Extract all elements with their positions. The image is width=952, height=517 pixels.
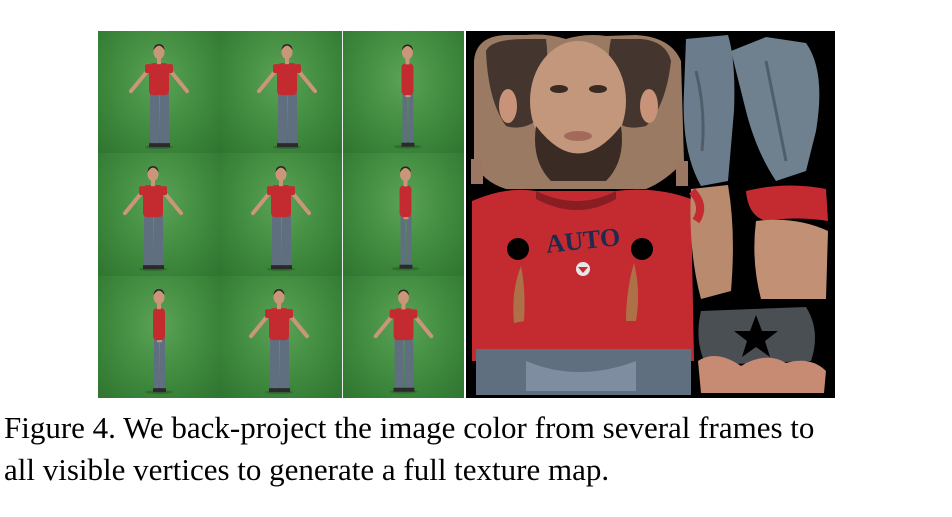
person-figure [251,166,311,272]
input-frame [220,275,342,398]
input-frame [220,31,342,154]
person-figure [391,166,420,272]
texture-map: AUTO [466,31,835,398]
person-figure [129,44,189,150]
input-frame [98,275,220,398]
input-frame [98,153,220,276]
input-frame [220,153,342,276]
arms-texture [688,185,828,299]
face-texture [474,34,684,189]
input-frame [342,31,464,154]
caption-line-1: Figure 4. We back-project the image colo… [4,410,815,445]
feet-texture [698,307,826,393]
input-frame [342,275,464,398]
person-figure [393,44,422,149]
shirt-texture: AUTO [472,189,694,395]
person-figure [257,44,317,150]
person-figure [373,289,434,394]
input-frame [98,31,220,154]
texture-map-atlas: AUTO [466,31,835,398]
jeans-texture [683,35,820,186]
person-figure [145,288,173,394]
person-figure [249,288,309,394]
input-frame [342,153,464,276]
figure-caption: Figure 4. We back-project the image colo… [4,407,948,491]
input-frames-grid [98,31,464,398]
caption-line-2: all visible vertices to generate a full … [4,452,610,487]
person-figure [123,166,183,272]
figure-4: AUTO [98,31,835,398]
